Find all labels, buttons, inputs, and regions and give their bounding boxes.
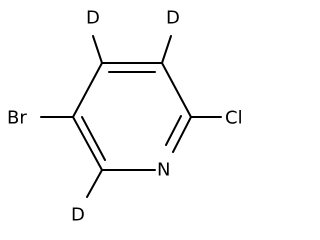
bond-c5-c4 [72, 62, 103, 118]
deuterium-label-bottom: D [71, 205, 85, 226]
bond-c3-d [161, 35, 172, 64]
chlorine-label: Cl [225, 108, 243, 129]
bond-c6-c5-inner [81, 116, 106, 161]
bond-c6-d [86, 169, 103, 198]
molecule-drawing: D D Br Cl N D [7, 8, 243, 226]
bond-c4-d [92, 35, 103, 64]
deuterium-label-top-left: D [86, 8, 100, 29]
bromine-label: Br [7, 108, 27, 129]
bond-c2-n-inner [165, 115, 182, 146]
bond-c6-c5 [72, 116, 103, 171]
structure-diagram: D D Br Cl N D [7, 8, 243, 226]
bond-c2-n [172, 116, 192, 153]
bond-c3-c2 [161, 62, 192, 118]
nitrogen-label: N [157, 160, 170, 181]
deuterium-label-top-right: D [166, 8, 180, 29]
